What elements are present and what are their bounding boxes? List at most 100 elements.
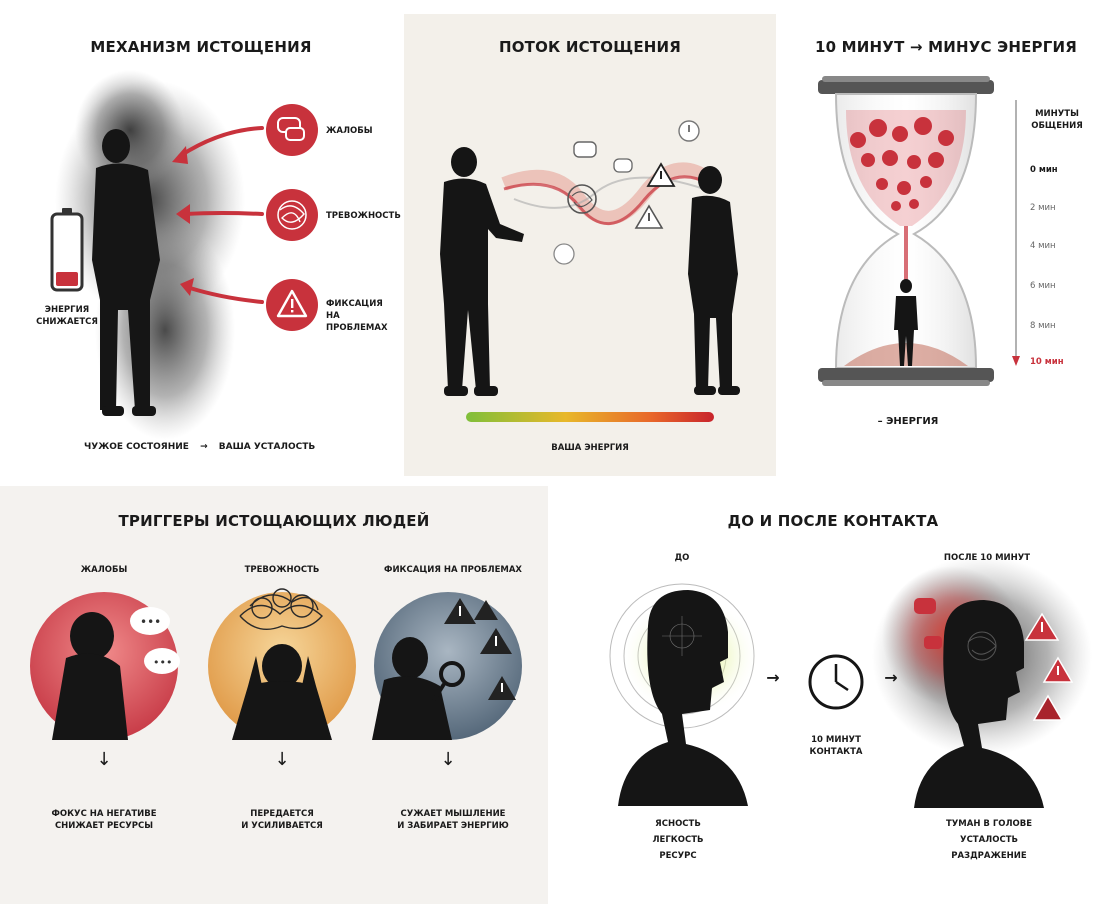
panel-title: 10 МИНУТ → МИНУС ЭНЕРГИЯ — [814, 38, 1078, 56]
warning-icon — [488, 676, 516, 700]
panel-title: МЕХАНИЗМ ИСТОЩЕНИЯ — [90, 38, 312, 56]
warning-icon — [1024, 612, 1060, 641]
scale-title-line2: ОБЩЕНИЯ — [1031, 121, 1083, 131]
speech-bubble-icon — [613, 158, 633, 173]
label-complaints: ЖАЛОБЫ — [326, 126, 373, 136]
warning-icon — [1032, 694, 1064, 721]
footer-arrow: → — [200, 442, 208, 452]
tangle-icon — [553, 243, 575, 265]
label-fixation-line2: НА ПРОБЛЕМАХ — [326, 311, 388, 333]
panel-before-after: ДО И ПОСЛЕ КОНТАКТА Д — [552, 486, 1114, 904]
speech-bubble-icon — [573, 141, 597, 158]
tired-head-figure — [914, 600, 1044, 808]
trigger-arrow-2: ↓ — [274, 749, 290, 770]
after-state-3: РАЗДРАЖЕНИЕ — [951, 851, 1027, 861]
speech-bubble-icon: ••• — [144, 648, 180, 674]
arrow-left: → — [766, 668, 780, 687]
before-state-2: ЛЕГКОСТЬ — [652, 835, 704, 845]
panel-flow: ПОТОК ИСТОЩЕНИЯ ВАША ЭНЕРГИЯ — [404, 14, 776, 476]
panel-triggers: ТРИГГЕРЫ ИСТОЩАЮЩИХ ЛЮДЕЙ ••• ••• — [0, 486, 548, 904]
label-anxiety: ТРЕВОЖНОСТЬ — [326, 211, 401, 221]
footer-caption: ЧУЖОЕ СОСТОЯНИЕ → ВАША УСТАЛОСТЬ — [84, 441, 315, 453]
arrow-right: → — [884, 668, 898, 687]
after-label: ПОСЛЕ 10 МИНУТ — [943, 553, 1031, 563]
small-man-figure — [894, 279, 918, 366]
trigger-desc-3: СУЖАЕТ МЫШЛЕНИЕ И ЗАБИРАЕТ ЭНЕРГИЮ — [378, 808, 528, 832]
trigger-desc-2-line2: И УСИЛИВАЕТСЯ — [241, 821, 323, 831]
warning-icon — [480, 628, 512, 654]
warning-icon — [474, 600, 498, 620]
energy-gradient-bar — [466, 412, 714, 422]
tick-6: 6 мин — [1030, 281, 1056, 291]
complaints-circle: ••• ••• — [30, 592, 180, 740]
before-state-1: ЯСНОСТЬ — [655, 819, 701, 829]
trigger-desc-1: ФОКУС НА НЕГАТИВЕ СНИЖАЕТ РЕСУРСЫ — [34, 808, 174, 832]
scale-title-line1: МИНУТЫ — [1035, 109, 1079, 119]
battery-label: ЭНЕРГИЯ СНИЖАЕТСЯ — [22, 304, 112, 328]
trigger-desc-1-line1: ФОКУС НА НЕГАТИВЕ — [51, 809, 157, 819]
hourglass-illustration — [818, 76, 1020, 386]
tired-man-figure — [92, 129, 160, 416]
triggers-illustration: ••• ••• — [30, 588, 522, 740]
speech-bubble-icon — [924, 636, 942, 649]
hourglass-footer: – ЭНЕРГИЯ — [877, 416, 939, 427]
contact-duration-line2: КОНТАКТА — [809, 747, 863, 757]
contact-duration-line1: 10 МИНУТ — [811, 735, 861, 745]
contact-duration: 10 МИНУТ КОНТАКТА — [786, 734, 886, 758]
trigger-heading-3: ФИКСАЦИЯ НА ПРОБЛЕМАХ — [384, 565, 522, 575]
battery-low-icon — [50, 208, 84, 292]
anxiety-circle — [208, 588, 356, 740]
speech-bubbles-icon — [266, 104, 318, 156]
tick-10: 10 мин — [1030, 357, 1064, 367]
talking-man-figure — [440, 147, 524, 396]
after-state-2: УСТАЛОСТЬ — [960, 835, 1018, 845]
trigger-desc-3-line2: И ЗАБИРАЕТ ЭНЕРГИЮ — [397, 821, 509, 831]
trigger-heading-2: ТРЕВОЖНОСТЬ — [244, 565, 320, 575]
tangle-icon — [567, 184, 597, 214]
trigger-arrow-1: ↓ — [96, 749, 112, 770]
speech-bubble-icon: ••• — [130, 607, 170, 635]
trigger-desc-1-line2: СНИЖАЕТ РЕСУРСЫ — [54, 821, 154, 831]
tick-4: 4 мин — [1030, 241, 1056, 251]
warning-icon — [444, 598, 476, 624]
mechanism-illustration — [50, 70, 318, 440]
tick-2: 2 мин — [1030, 203, 1056, 213]
label-fixation: ФИКСАЦИЯ НА ПРОБЛЕМАХ — [326, 298, 402, 334]
before-label: ДО — [674, 553, 690, 563]
drained-man-figure — [688, 166, 740, 395]
tick-8: 8 мин — [1030, 321, 1056, 331]
panel-title: ПОТОК ИСТОЩЕНИЯ — [498, 38, 682, 56]
speech-bubble-icon — [914, 598, 936, 614]
battery-label-line1: ЭНЕРГИЯ — [44, 305, 90, 315]
exclamation-bubble-icon — [678, 120, 700, 142]
trigger-desc-2: ПЕРЕДАЕТСЯ И УСИЛИВАЕТСЯ — [212, 808, 352, 832]
before-states: ЯСНОСТЬ ЛЕГКОСТЬ РЕСУРС — [628, 816, 728, 864]
before-after-illustration — [609, 556, 1092, 808]
panel-title: ДО И ПОСЛЕ КОНТАКТА — [727, 512, 939, 530]
tick-0: 0 мин — [1030, 165, 1058, 175]
tangle-icon — [266, 189, 318, 241]
battery-label-line2: СНИЖАЕТСЯ — [36, 317, 98, 327]
after-state-1: ТУМАН В ГОЛОВЕ — [945, 819, 1033, 829]
trigger-desc-3-line1: СУЖАЕТ МЫШЛЕНИЕ — [400, 809, 506, 819]
scale-title: МИНУТЫ ОБЩЕНИЯ — [1022, 108, 1092, 132]
calm-head-figure — [618, 590, 748, 806]
panel-title: ТРИГГЕРЫ ИСТОЩАЮЩИХ ЛЮДЕЙ — [118, 512, 430, 530]
after-states: ТУМАН В ГОЛОВЕ УСТАЛОСТЬ РАЗДРАЖЕНИЕ — [924, 816, 1054, 864]
fixation-circle — [372, 592, 522, 740]
trigger-desc-2-line1: ПЕРЕДАЕТСЯ — [250, 809, 314, 819]
svg-text:•••: ••• — [140, 615, 161, 629]
panel-mechanism: МЕХАНИЗМ ИСТОЩЕНИЯ — [0, 0, 402, 476]
magnifier-icon — [432, 661, 465, 702]
clock-icon — [808, 654, 864, 710]
flow-illustration — [440, 120, 740, 422]
warning-icon — [1042, 656, 1074, 683]
label-fixation-line1: ФИКСАЦИЯ — [326, 299, 383, 309]
trigger-arrow-3: ↓ — [440, 749, 456, 770]
footer-left: ЧУЖОЕ СОСТОЯНИЕ — [84, 442, 189, 452]
trigger-heading-1: ЖАЛОБЫ — [80, 565, 128, 575]
warning-icon — [634, 204, 664, 229]
panel-hourglass: 10 МИНУТ → МИНУС ЭНЕРГИЯ МИН — [778, 0, 1114, 476]
warning-icon — [266, 279, 318, 331]
before-state-3: РЕСУРС — [659, 851, 697, 861]
